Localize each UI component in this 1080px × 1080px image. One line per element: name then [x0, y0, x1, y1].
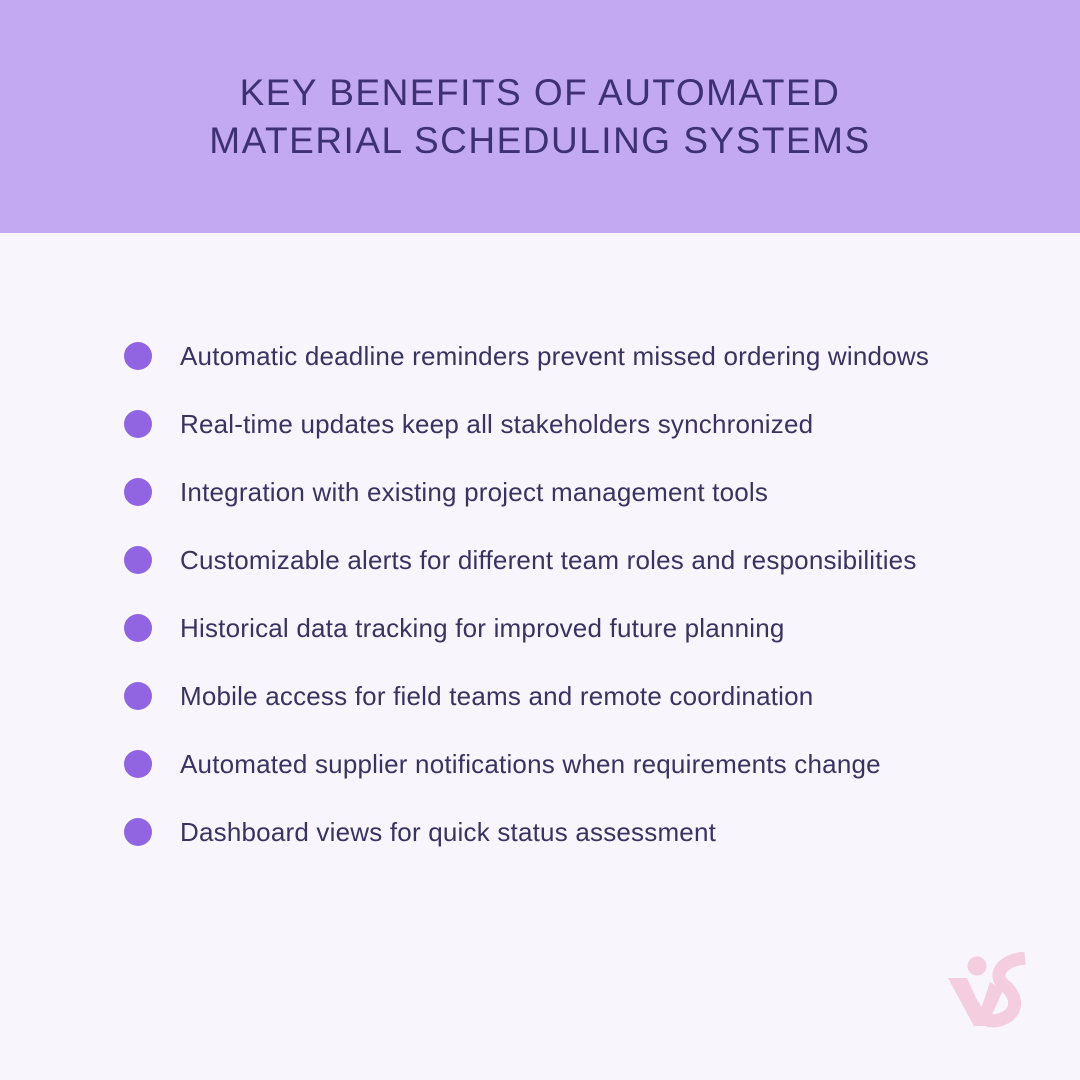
list-item: Real-time updates keep all stakeholders … — [124, 410, 1024, 438]
benefit-text: Dashboard views for quick status assessm… — [180, 817, 717, 847]
header-band: KEY BENEFITS OF AUTOMATED MATERIAL SCHED… — [0, 0, 1080, 233]
list-item: Historical data tracking for improved fu… — [124, 614, 1024, 642]
bullet-dot-icon — [124, 682, 152, 710]
benefit-text: Mobile access for field teams and remote… — [180, 681, 814, 711]
benefit-text: Automated supplier notifications when re… — [180, 749, 881, 779]
benefit-text: Historical data tracking for improved fu… — [180, 613, 785, 643]
list-item: Mobile access for field teams and remote… — [124, 682, 1024, 710]
bullet-dot-icon — [124, 546, 152, 574]
bullet-dot-icon — [124, 614, 152, 642]
page-title: KEY BENEFITS OF AUTOMATED MATERIAL SCHED… — [209, 69, 870, 165]
bullet-dot-icon — [124, 410, 152, 438]
page-title-line-1: KEY BENEFITS OF AUTOMATED — [239, 71, 841, 113]
benefit-text: Real-time updates keep all stakeholders … — [180, 409, 814, 439]
benefit-text: Integration with existing project manage… — [180, 477, 769, 507]
bullet-dot-icon — [124, 818, 152, 846]
bullet-dot-icon — [124, 750, 152, 778]
benefit-text: Customizable alerts for different team r… — [180, 545, 917, 575]
list-item: Customizable alerts for different team r… — [124, 546, 1024, 574]
list-item: Automated supplier notifications when re… — [124, 750, 1024, 778]
list-item: Integration with existing project manage… — [124, 478, 1024, 506]
benefit-list: Automatic deadline reminders prevent mis… — [124, 342, 1024, 886]
benefit-text: Automatic deadline reminders prevent mis… — [180, 341, 930, 371]
bullet-dot-icon — [124, 478, 152, 506]
list-item: Dashboard views for quick status assessm… — [124, 818, 1024, 846]
bullet-dot-icon — [124, 342, 152, 370]
list-item: Automatic deadline reminders prevent mis… — [124, 342, 1024, 370]
page-title-line-2: MATERIAL SCHEDULING SYSTEMS — [209, 119, 871, 161]
vs-logo-icon — [948, 952, 1026, 1028]
